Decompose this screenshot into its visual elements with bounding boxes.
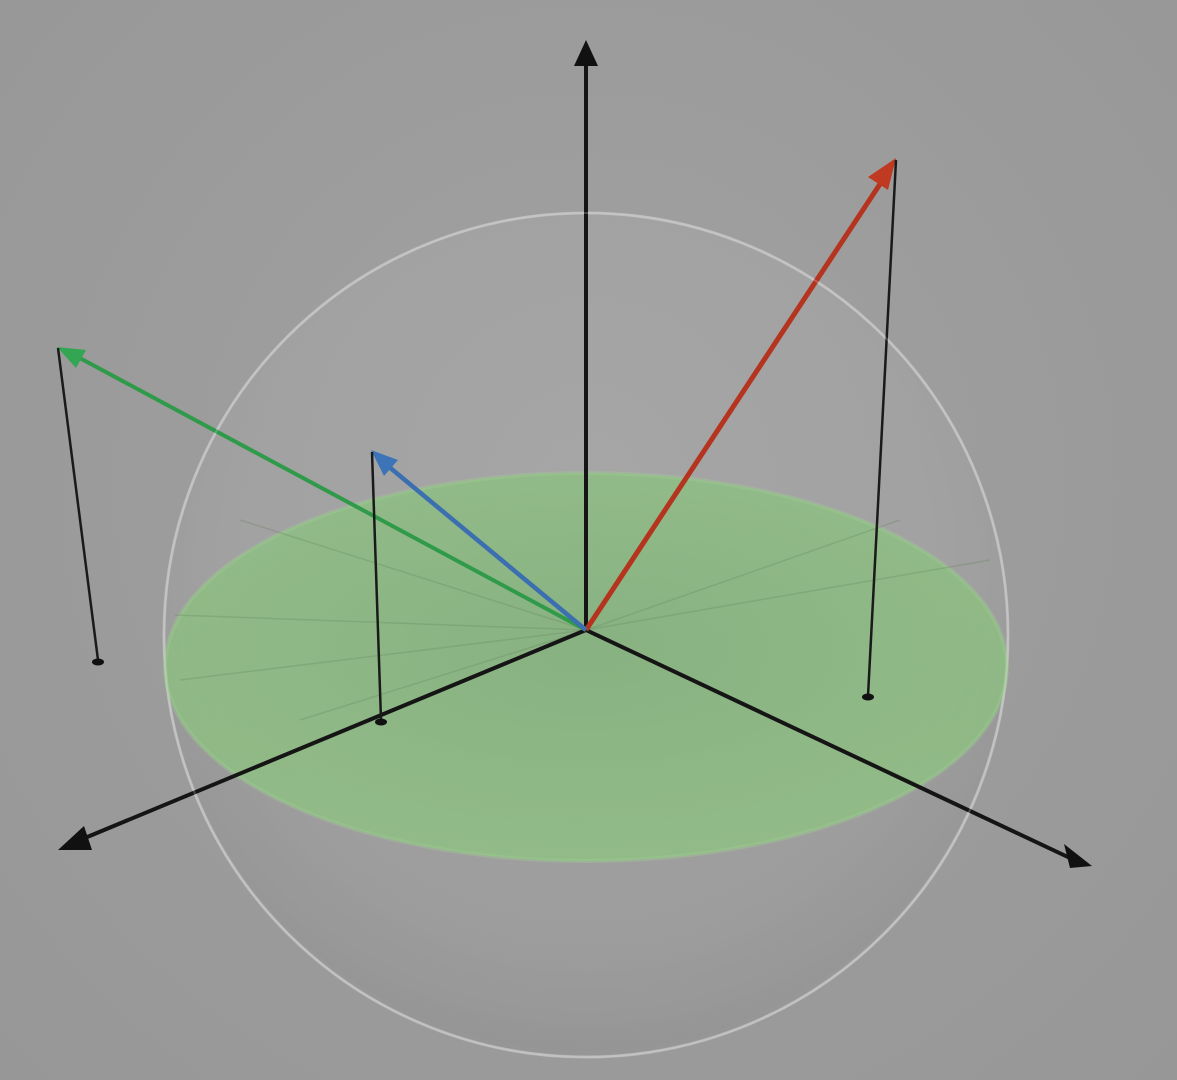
sphere-front-rim — [163, 212, 1009, 1058]
blue-vector-shaft — [386, 464, 588, 632]
red-vector-foot-marker — [862, 693, 874, 701]
green-vector-shaft — [75, 354, 587, 632]
disc-guide-lines — [174, 519, 991, 721]
blue-vector-arrowhead — [371, 450, 398, 476]
blue-vector-foot-marker — [375, 718, 387, 726]
red-vector-arrowhead — [868, 158, 896, 190]
y-axis-line — [585, 628, 1071, 860]
green-vector-drop-line — [56, 347, 100, 661]
x-axis-arrowhead — [58, 826, 92, 850]
y-axis-arrowhead — [1064, 844, 1092, 868]
x-axis-line — [79, 628, 587, 842]
z-axis-arrowhead — [574, 40, 598, 66]
green-vector-foot-marker — [92, 658, 104, 666]
red-vector-drop-line — [866, 159, 898, 697]
red-vector-shaft — [583, 176, 887, 632]
blue-vector-drop-line — [370, 451, 383, 721]
green-vector-arrowhead — [57, 347, 86, 368]
